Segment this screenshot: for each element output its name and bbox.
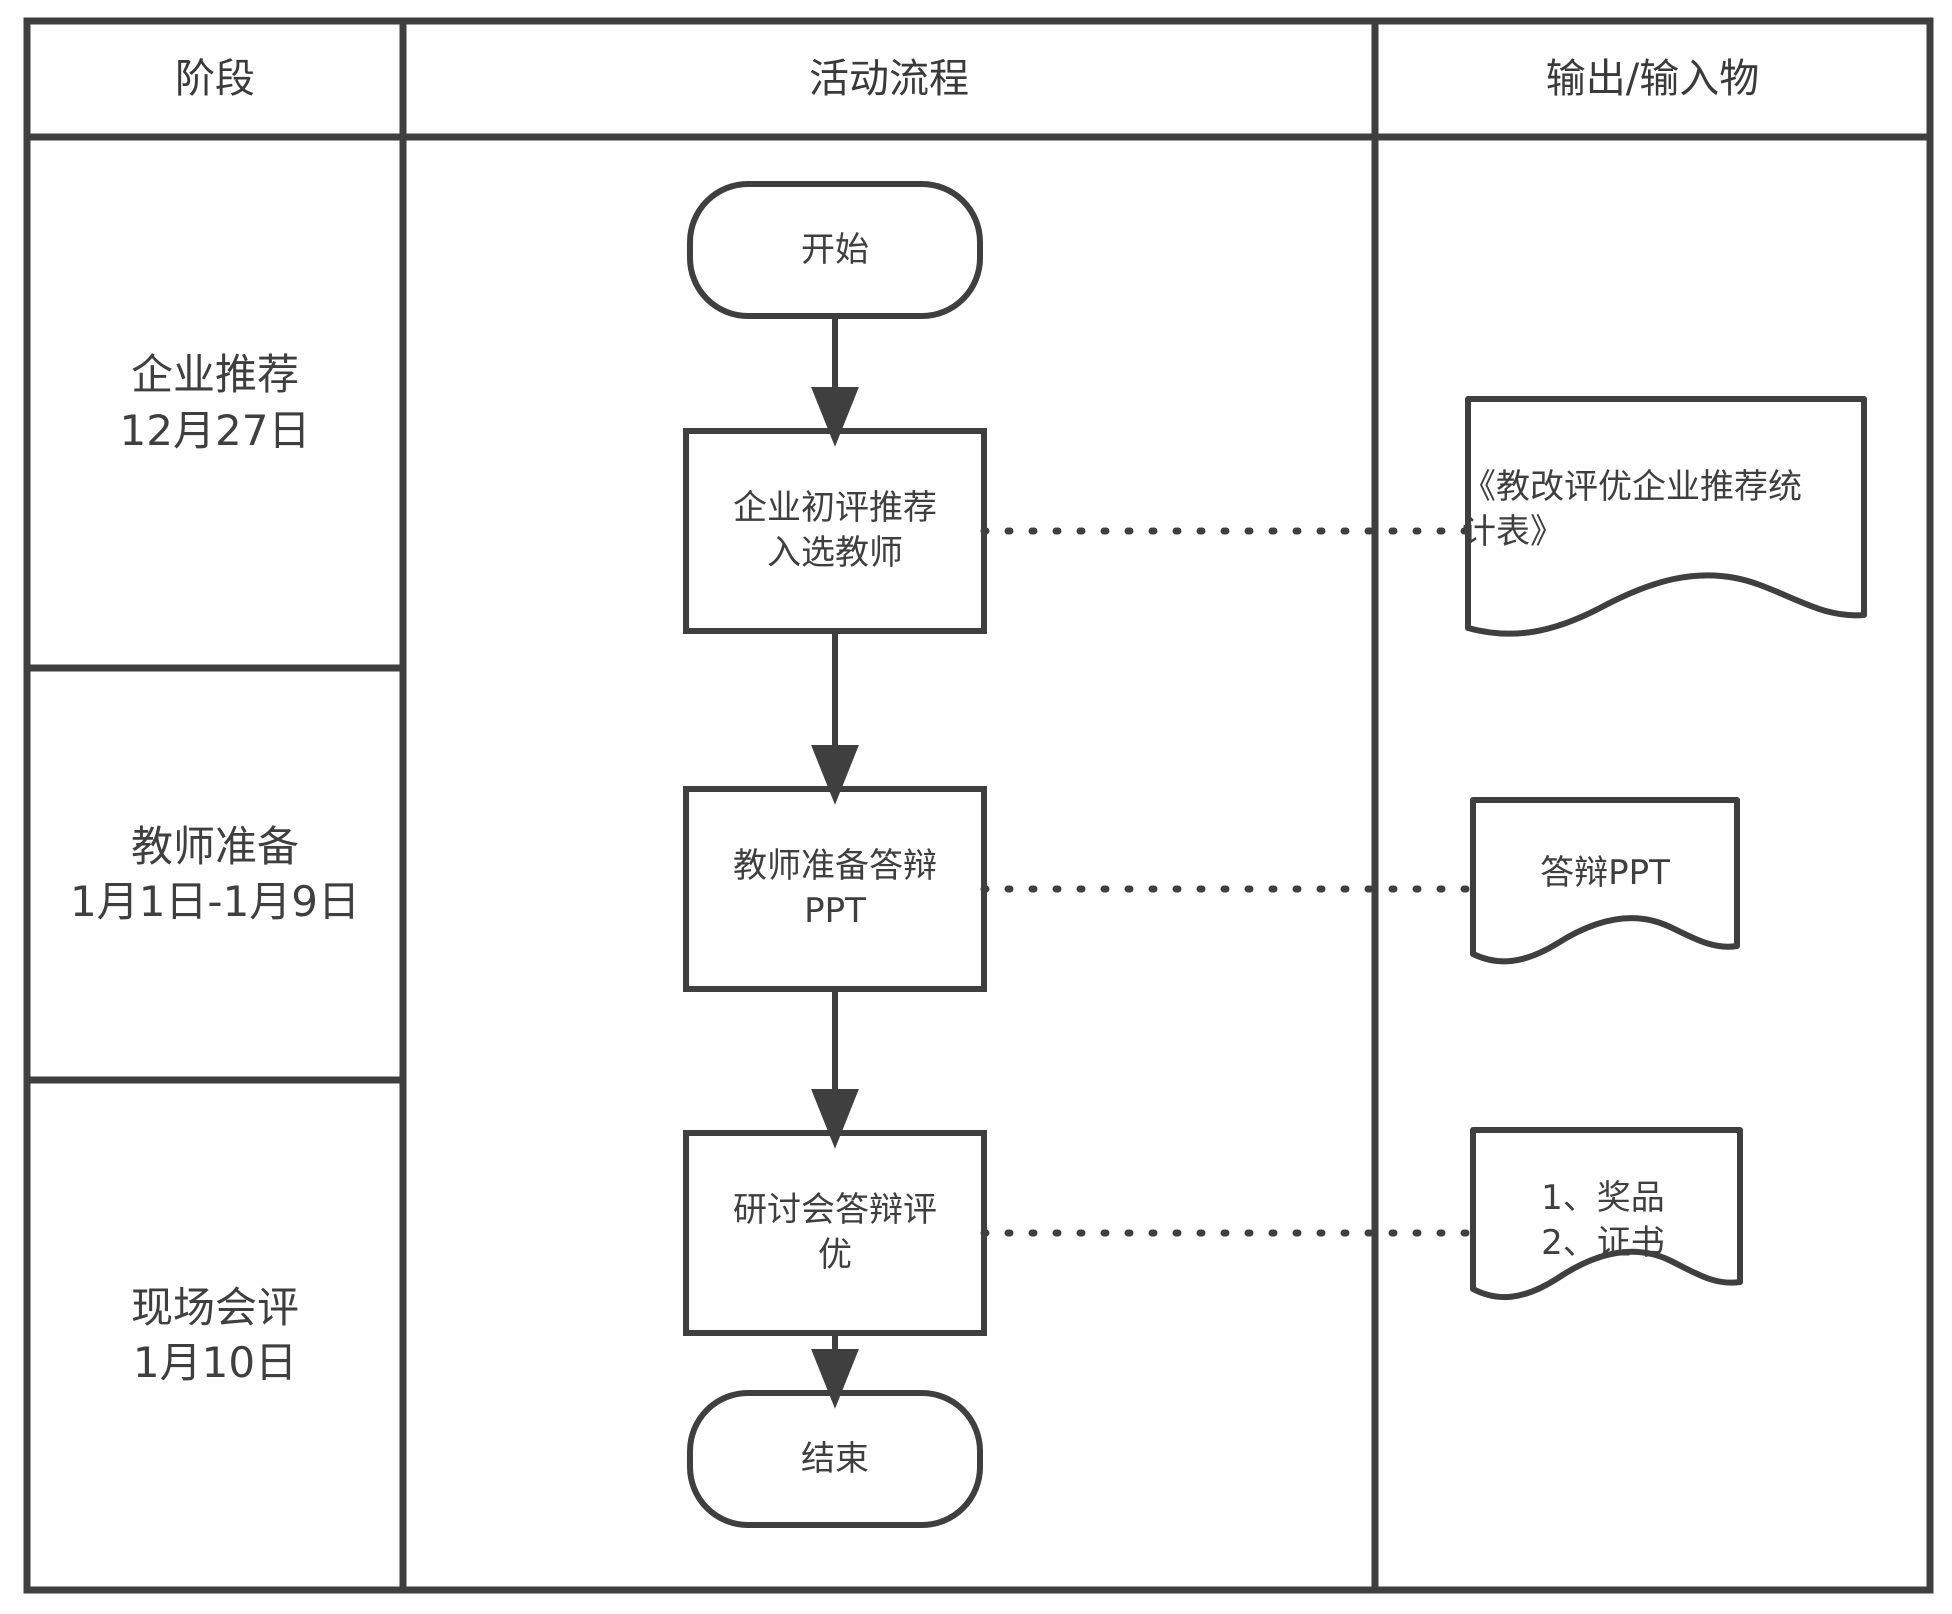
document-doc1-shape [1465, 396, 1867, 637]
node-end-shape [687, 1390, 983, 1528]
node-start-shape [687, 181, 983, 319]
node-step2-shape [683, 786, 987, 992]
table-frame [23, 17, 1934, 1594]
node-step3-shape [683, 1130, 987, 1336]
document-doc3-shape [1470, 1127, 1743, 1301]
document-doc2-shape [1470, 797, 1740, 965]
node-step1-shape [683, 428, 987, 634]
